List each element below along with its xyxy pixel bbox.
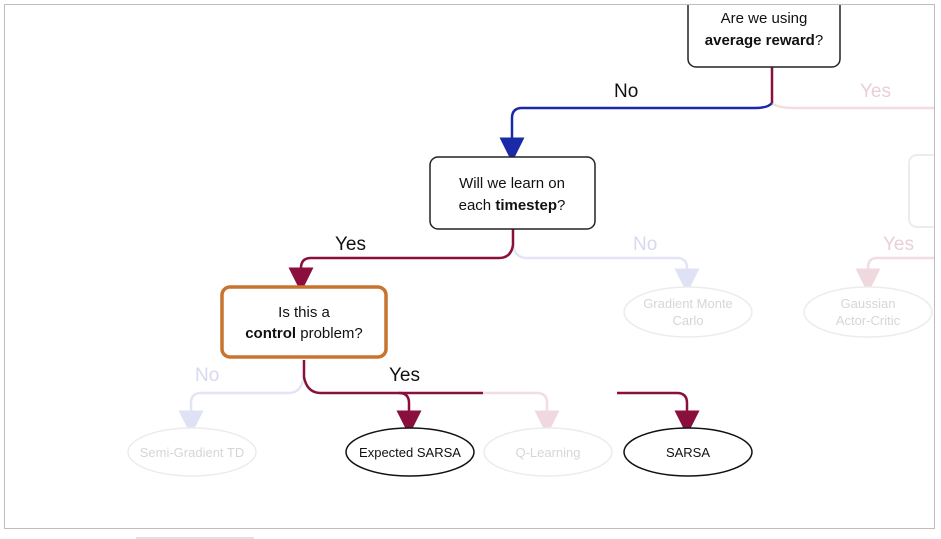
edge-label-timestep-yes: Yes: [335, 234, 366, 255]
faded-decision-box-right: [908, 154, 934, 228]
flowchart: Yes Yes No No No Yes Yes Are we using av…: [127, 5, 934, 477]
node-sarsa: SARSA: [623, 427, 753, 477]
edge-label-avg-reward-yes: Yes: [860, 81, 891, 102]
node-average-reward-line2: average reward?: [705, 32, 823, 49]
node-learn-each-timestep-line2: each timestep?: [459, 197, 566, 214]
edge-label-right-yes: Yes: [883, 234, 914, 255]
node-learn-each-timestep: Will we learn on each timestep?: [429, 156, 596, 230]
edge-label-avg-reward-no: No: [614, 81, 638, 102]
node-control-problem: Is this a control problem?: [220, 285, 388, 359]
svg-text:Carlo: Carlo: [672, 313, 703, 328]
edge-timestep-yes: [288, 229, 515, 293]
edge-control-yes-q-learning: [483, 391, 560, 436]
svg-text:Q-Learning: Q-Learning: [515, 445, 580, 460]
svg-text:Actor-Critic: Actor-Critic: [836, 313, 901, 328]
edge-right-yes: [855, 256, 934, 294]
edge-timestep-no: [511, 244, 700, 294]
svg-text:Gaussian: Gaussian: [841, 296, 896, 311]
svg-text:Gradient Monte: Gradient Monte: [643, 296, 733, 311]
svg-text:Semi-Gradient TD: Semi-Gradient TD: [140, 445, 245, 460]
node-expected-sarsa: Expected SARSA: [345, 427, 475, 477]
node-control-problem-line1: Is this a: [278, 304, 330, 321]
edge-control-yes: [302, 360, 483, 395]
node-control-problem-line2: control problem?: [245, 325, 363, 342]
edge-label-control-yes: Yes: [389, 365, 420, 386]
edge-avg-reward-yes: [771, 102, 934, 110]
edge-label-control-no: No: [195, 365, 219, 386]
edge-avg-reward-no: [499, 102, 773, 163]
node-gaussian-actor-critic: Gaussian Actor-Critic: [803, 286, 933, 338]
edge-control-yes-sarsa: [617, 391, 700, 436]
diagram-frame: Yes Yes No No No Yes Yes Are we using av…: [4, 4, 935, 529]
node-semi-gradient-td: Semi-Gradient TD: [127, 427, 257, 477]
edge-label-timestep-no: No: [633, 234, 657, 255]
edge-control-no: [178, 376, 306, 436]
node-learn-each-timestep-line1: Will we learn on: [459, 175, 565, 192]
node-average-reward-line1: Are we using: [721, 10, 808, 27]
edge-control-yes-expected-sarsa: [396, 391, 422, 436]
bottom-tab-indicator: [136, 537, 254, 539]
svg-text:SARSA: SARSA: [666, 445, 710, 460]
node-gradient-monte-carlo: Gradient Monte Carlo: [623, 286, 753, 338]
node-q-learning: Q-Learning: [483, 427, 613, 477]
svg-text:Expected SARSA: Expected SARSA: [359, 445, 461, 460]
node-average-reward: Are we using average reward?: [687, 5, 841, 68]
